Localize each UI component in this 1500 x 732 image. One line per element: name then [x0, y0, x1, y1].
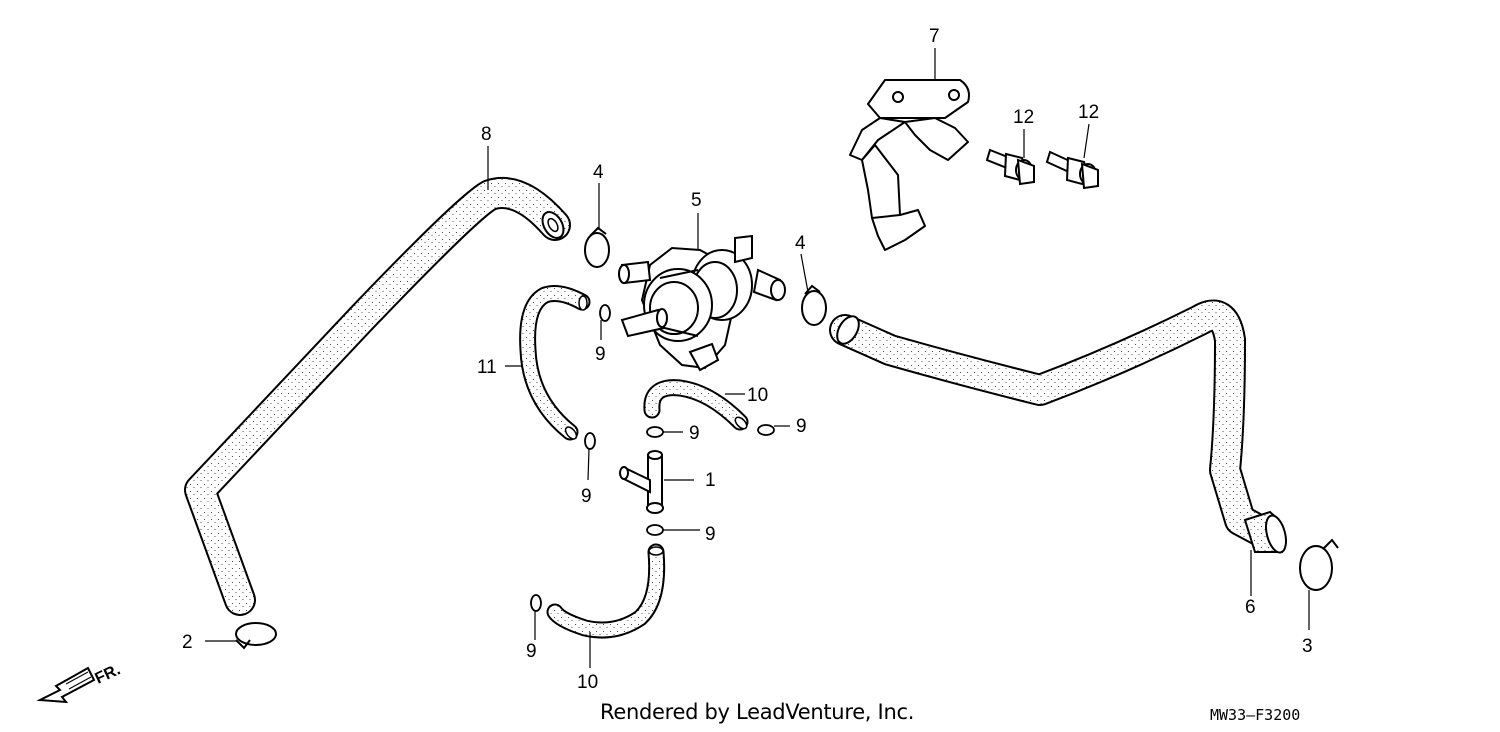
diagram-code: MW33–F3200: [1210, 706, 1301, 724]
callout-part-9-f: 9: [526, 641, 537, 662]
hose-6[interactable]: [829, 299, 1290, 555]
clamp-4-left[interactable]: [584, 226, 610, 268]
t-joint-1[interactable]: [619, 450, 664, 514]
callout-part-7: 7: [929, 26, 940, 47]
bolt-12-right[interactable]: [1045, 150, 1099, 190]
callout-part-10-upper: 10: [747, 385, 768, 406]
callout-labels: 1 2 3 4 4 5 6 7 8 9 9 9 9 9 9 10 10 11 1…: [182, 26, 1313, 693]
callout-part-3: 3: [1302, 636, 1313, 657]
render-credit: Rendered by LeadVenture, Inc.: [600, 700, 915, 724]
front-direction-arrow: FR.: [36, 661, 124, 704]
callout-part-4-left: 4: [593, 162, 604, 183]
callout-part-12-right: 12: [1078, 102, 1099, 123]
callout-part-9-b: 9: [581, 486, 592, 507]
callout-part-9-a: 9: [595, 344, 606, 365]
callout-part-12-left: 12: [1013, 107, 1034, 128]
leader-lines: [205, 48, 1310, 668]
hose-11[interactable]: [519, 285, 591, 441]
bolt-12-left[interactable]: [985, 148, 1035, 186]
callout-part-10-lower: 10: [577, 672, 598, 693]
clamp-3[interactable]: [1299, 538, 1339, 591]
hose-8[interactable]: [184, 177, 571, 616]
bracket-7[interactable]: [849, 79, 970, 251]
hose-10-lower[interactable]: [546, 543, 666, 639]
air-injection-valve-5[interactable]: [618, 234, 786, 372]
clamp-4-right[interactable]: [801, 284, 827, 326]
callout-part-4-right: 4: [795, 233, 806, 254]
callout-part-9-e: 9: [705, 524, 716, 545]
callout-part-9-c: 9: [689, 423, 700, 444]
callout-part-5: 5: [691, 190, 702, 211]
front-label: FR.: [93, 661, 124, 687]
callout-part-9-d: 9: [796, 416, 807, 437]
callout-part-1: 1: [705, 470, 716, 491]
hose-10-upper[interactable]: [643, 379, 749, 431]
callout-part-6: 6: [1245, 597, 1256, 618]
clamp-2[interactable]: [235, 622, 277, 650]
callout-part-8: 8: [481, 124, 492, 145]
callout-part-11: 11: [477, 357, 497, 378]
callout-part-2: 2: [182, 632, 193, 653]
